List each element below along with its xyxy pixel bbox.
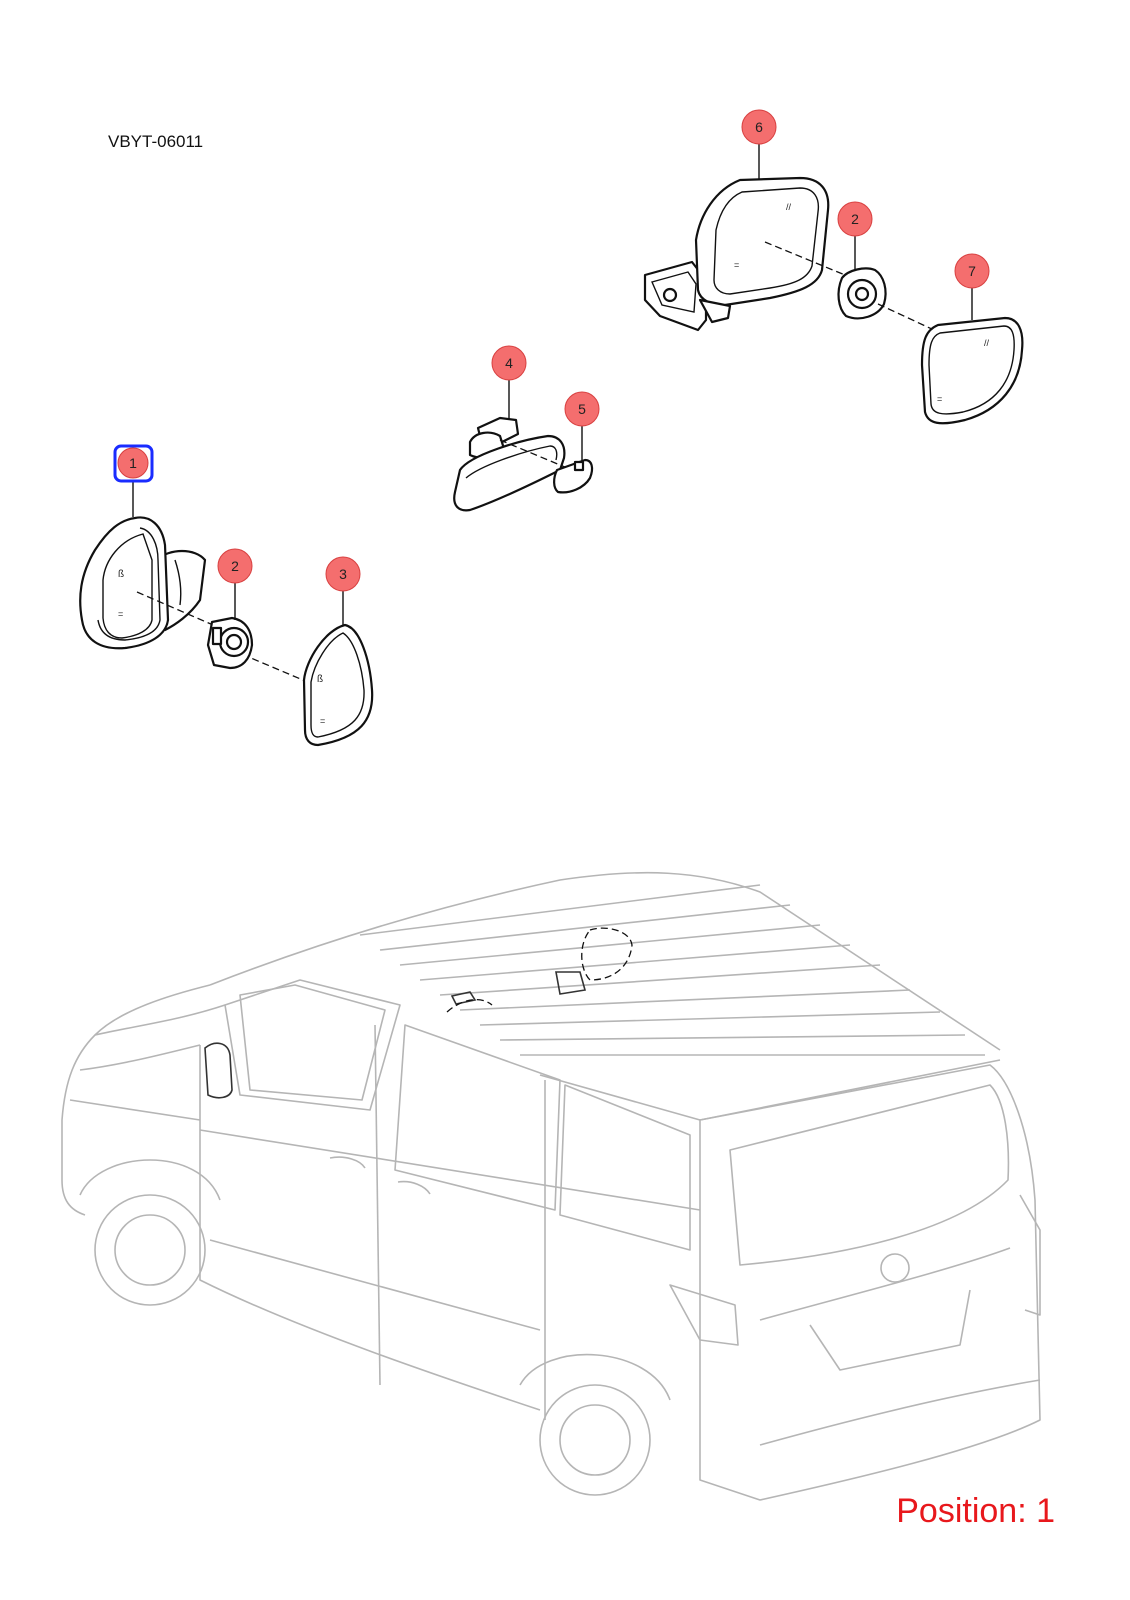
mirror-glass-7 bbox=[920, 316, 1024, 425]
position-label: Position: 1 bbox=[896, 1492, 1055, 1530]
svg-text://: // bbox=[786, 202, 792, 212]
callout-2-left-motor[interactable]: 2 bbox=[217, 548, 253, 584]
callout-6-label: 6 bbox=[755, 119, 763, 135]
exterior-mirror-right-assembly: // = // = bbox=[643, 176, 1024, 425]
callout-3[interactable]: 3 bbox=[325, 556, 361, 592]
callout-1-label: 1 bbox=[129, 455, 137, 471]
svg-text://: // bbox=[984, 338, 990, 348]
mirror-glass-3 bbox=[302, 623, 374, 747]
callout-4[interactable]: 4 bbox=[491, 345, 527, 381]
callout-5-label: 5 bbox=[578, 401, 586, 417]
callout-2-right-motor[interactable]: 2 bbox=[837, 201, 873, 237]
interior-mirror-assembly bbox=[453, 416, 594, 512]
svg-text:ß: ß bbox=[317, 674, 323, 685]
callout-2b-label: 2 bbox=[851, 211, 859, 227]
svg-text:=: = bbox=[118, 609, 123, 619]
van-illustration bbox=[61, 871, 1041, 1501]
svg-text:ß: ß bbox=[118, 569, 124, 580]
callout-1[interactable]: 1 bbox=[113, 444, 154, 483]
callout-7[interactable]: 7 bbox=[954, 253, 990, 289]
svg-text:=: = bbox=[320, 716, 325, 726]
exterior-mirror-left-assembly: ß = ß = bbox=[79, 516, 374, 747]
diagram-code: VBYT-06011 bbox=[108, 132, 204, 151]
mirror-housing-6 bbox=[694, 176, 830, 307]
mirror-motor-2b bbox=[837, 267, 887, 320]
callout-2-label: 2 bbox=[231, 558, 239, 574]
svg-text:=: = bbox=[734, 260, 739, 270]
mirror-motor-2a bbox=[206, 616, 254, 670]
callout-3-label: 3 bbox=[339, 566, 347, 582]
callout-5[interactable]: 5 bbox=[564, 391, 600, 427]
callout-7-label: 7 bbox=[968, 263, 976, 279]
callout-4-label: 4 bbox=[505, 355, 513, 371]
svg-text:=: = bbox=[937, 394, 942, 404]
mirror-housing-1 bbox=[79, 516, 170, 650]
callout-6[interactable]: 6 bbox=[741, 109, 777, 145]
